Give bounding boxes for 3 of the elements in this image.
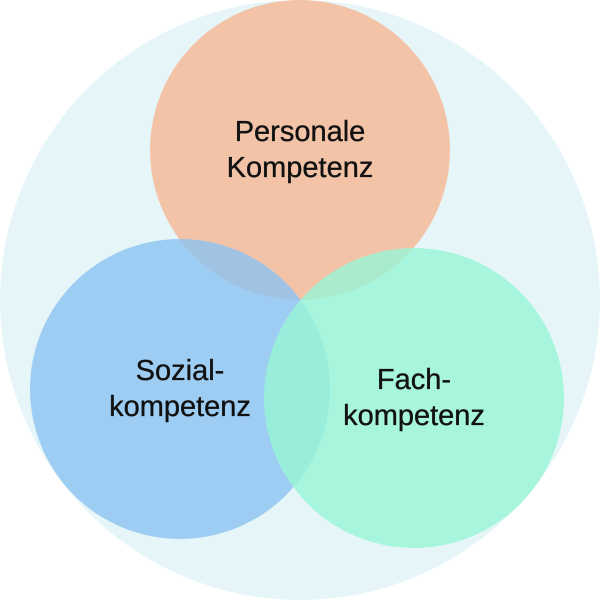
circle-label: Personale Kompetenz (226, 115, 374, 186)
circle-label: Fach- kompetenz (342, 363, 486, 434)
circle-label: Sozial- kompetenz (108, 354, 252, 425)
